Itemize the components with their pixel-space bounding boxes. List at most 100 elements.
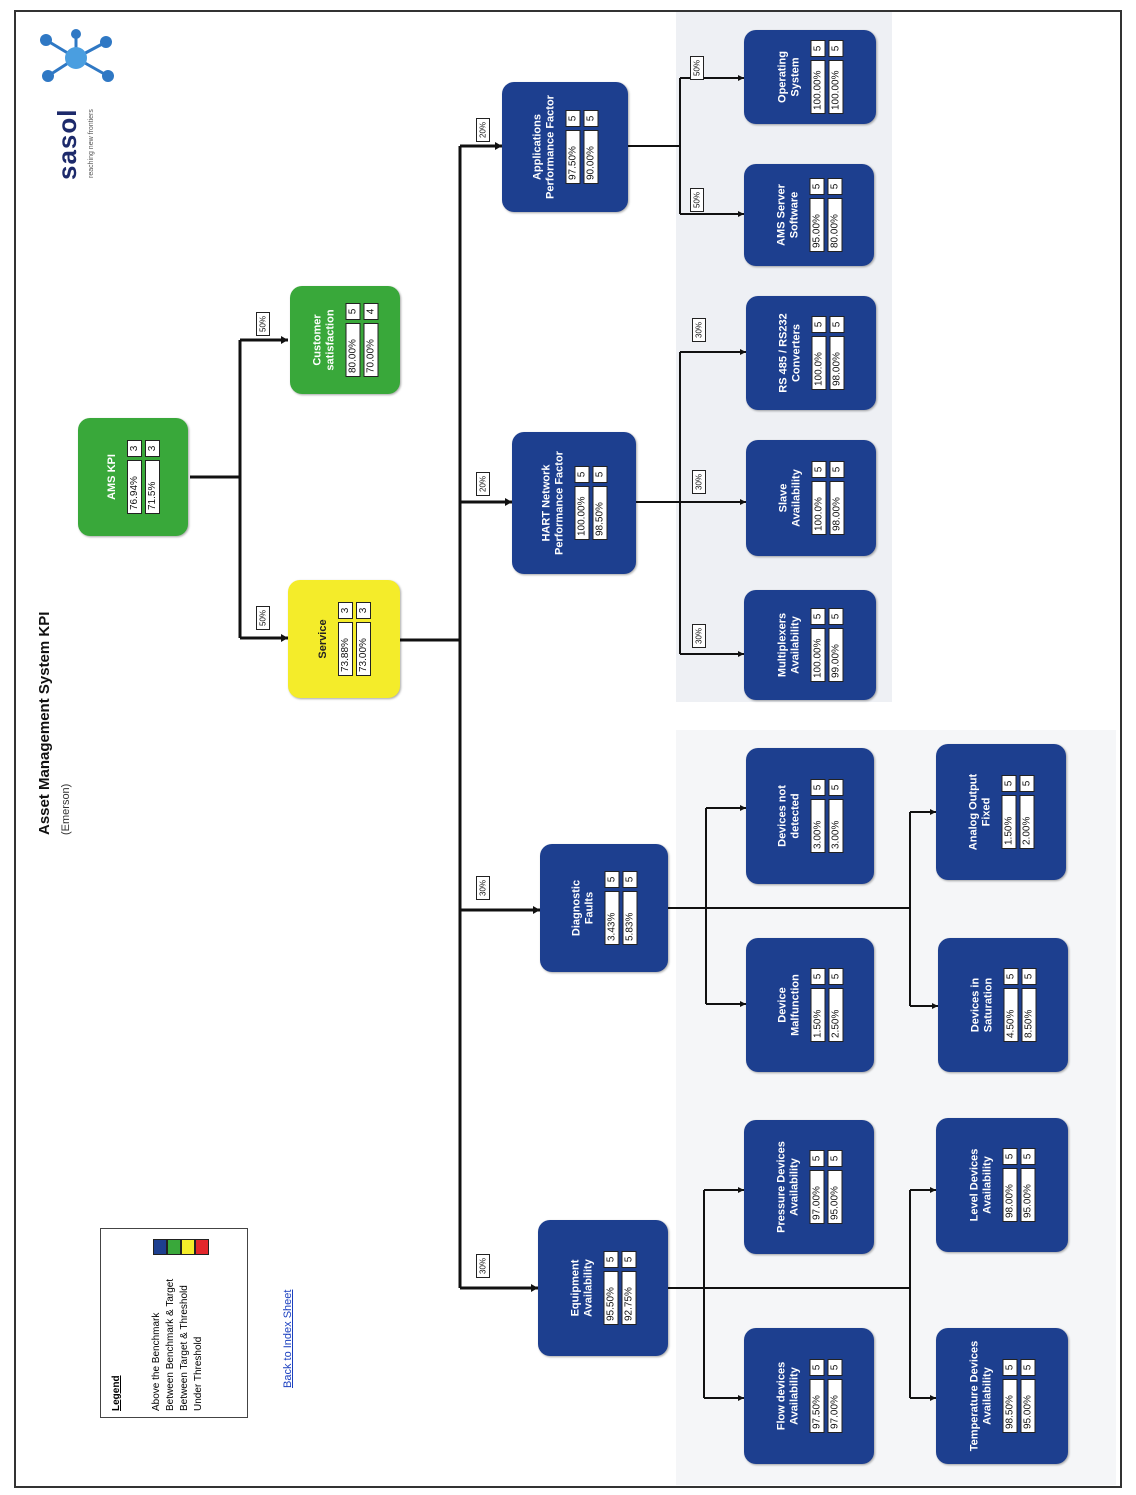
node-ams-server-software[interactable]: AMS Server Software 95.00%5 80.00%5 [744,164,874,266]
node-title: AMS Server Software [775,184,801,246]
actual-value: 97.50% [809,1379,825,1433]
score: 5 [809,1150,825,1167]
score: 5 [809,178,825,195]
node-title: Slave Availability [777,469,803,527]
score: 5 [810,40,826,57]
score: 5 [604,871,620,888]
node-title: Service [317,619,329,659]
molecule-icon [40,29,114,82]
score: 3 [145,440,160,457]
node-devices-in-saturation[interactable]: Devices in Saturation 4.50%5 8.50%5 [938,938,1068,1072]
score: 5 [809,1359,825,1376]
score: 5 [811,316,827,333]
node-multiplexers-availability[interactable]: Multiplexers Availability 100.00%5 99.00… [744,590,876,700]
legend-swatch-red [195,1239,209,1255]
legend-label: Between Target & Threshold [179,1285,190,1411]
node-customer-satisfaction[interactable]: Customer satisfaction 80.00%5 70.00%4 [290,286,400,394]
weight-badge: 30% [692,318,706,342]
score: 5 [811,461,827,478]
weight-badge: 30% [692,470,706,494]
node-applications-performance[interactable]: Applications Performance Factor 97.50%5 … [502,82,628,212]
node-title: Diagnostic Faults [570,879,596,937]
actual-value: 95.50% [603,1271,619,1325]
back-to-index-link[interactable]: Back to Index Sheet [282,1289,294,1388]
node-hart-network[interactable]: HART Network Performance Factor 100.00%5… [512,432,636,574]
node-analog-output-fixed[interactable]: Analog Output Fixed 1.50%5 2.00%5 [936,744,1066,880]
node-diagnostic-faults[interactable]: Diagnostic Faults 3.43%5 5.83%5 [540,844,668,972]
score: 5 [829,316,845,333]
target-value: 95.00% [827,1170,843,1224]
logo-tagline: reaching new frontiers [88,109,95,178]
score: 5 [828,608,844,625]
actual-value: 3.43% [604,891,620,945]
logo-text: sasol [52,108,82,181]
weight-badge: 50% [690,56,704,80]
score: 5 [827,1359,843,1376]
legend-swatch-blue [153,1239,167,1255]
node-device-malfunction[interactable]: Device Malfunction 1.50%5 2.50%5 [746,938,874,1072]
node-title: Temperature Devices Availability [968,1340,994,1452]
node-devices-not-detected[interactable]: Devices not detected 3.00%5 3.00%5 [746,748,874,884]
sasol-logo [26,28,126,88]
legend: Legend Above the Benchmark Between Bench… [100,1228,248,1418]
target-value: 97.00% [827,1379,843,1433]
node-title: Devices in Saturation [969,977,995,1033]
score: 5 [1002,1148,1018,1165]
node-flow-devices-availability[interactable]: Flow devices Availability 97.50%5 97.00%… [744,1328,874,1464]
weight-badge: 20% [476,118,490,142]
score: 5 [1020,1148,1036,1165]
node-title: AMS KPI [106,454,118,500]
actual-value: 3.00% [810,799,826,853]
target-value: 8.50% [1021,988,1037,1042]
weight-badge: 20% [476,472,490,496]
score: 5 [828,779,844,796]
score: 5 [592,466,608,483]
actual-value: 100.0% [811,336,827,390]
score: 5 [622,871,638,888]
node-operating-system[interactable]: Operating System 100.00%5 100.00%5 [744,30,876,124]
node-rs485-converters[interactable]: RS 485 / RS232 Converters 100.0%5 98.00%… [746,296,876,410]
target-value: 98.00% [829,481,845,535]
actual-value: 100.0% [811,481,827,535]
node-level-devices-availability[interactable]: Level Devices Availability 98.00%5 95.00… [936,1118,1068,1252]
node-pressure-devices-availability[interactable]: Pressure Devices Availability 97.00% 5 95… [744,1120,874,1254]
actual-value: 100.00% [810,60,826,114]
node-service[interactable]: Service 73.88%3 73.00%3 [288,580,400,698]
node-title: Flow devices Availability [775,1361,801,1431]
score: 5 [828,968,844,985]
node-title: Pressure Devices Availability [775,1141,801,1233]
page-subtitle: (Emerson) [60,783,72,835]
node-equipment-availability[interactable]: Equipment Availability 95.50%5 92.75%5 [538,1220,668,1356]
weight-badge: 30% [476,876,490,900]
target-value: 90.00% [583,130,599,184]
node-title: Level Devices Availability [968,1148,994,1222]
node-title: Customer satisfaction [311,309,337,371]
score: 5 [1020,1359,1036,1376]
actual-value: 80.00% [345,323,361,377]
actual-value: 4.50% [1003,988,1019,1042]
score: 5 [810,608,826,625]
target-value: 70.00% [363,323,379,377]
score: 5 [565,110,581,127]
node-title: Multiplexers Availability [776,612,802,678]
target-value: 2.00% [1019,795,1035,849]
legend-label: Between Benchmark & Target [165,1278,176,1411]
score: 5 [603,1251,619,1268]
target-value: 99.00% [828,628,844,682]
score: 5 [574,466,590,483]
node-ams-kpi[interactable]: AMS KPI 76.94%3 71.5%3 [78,418,188,536]
actual-value: 95.00% [809,198,825,252]
node-slave-availability[interactable]: Slave Availability 100.0%5 98.00%5 [746,440,876,556]
weight-badge: 50% [690,188,704,212]
actual-value: 73.88% [338,622,353,676]
target-value: 5.83% [622,891,638,945]
score: 3 [356,602,371,619]
actual-value: 97.00% [809,1170,825,1224]
score: 5 [827,178,843,195]
node-title: Applications Performance Factor [531,95,557,199]
node-title: Device Malfunction [776,974,802,1036]
node-title: Operating System [776,51,802,103]
legend-label: Under Threshold [193,1336,204,1411]
node-temperature-devices-availability[interactable]: Temperature Devices Availability 98.50%5… [936,1328,1068,1464]
score: 4 [363,303,379,320]
